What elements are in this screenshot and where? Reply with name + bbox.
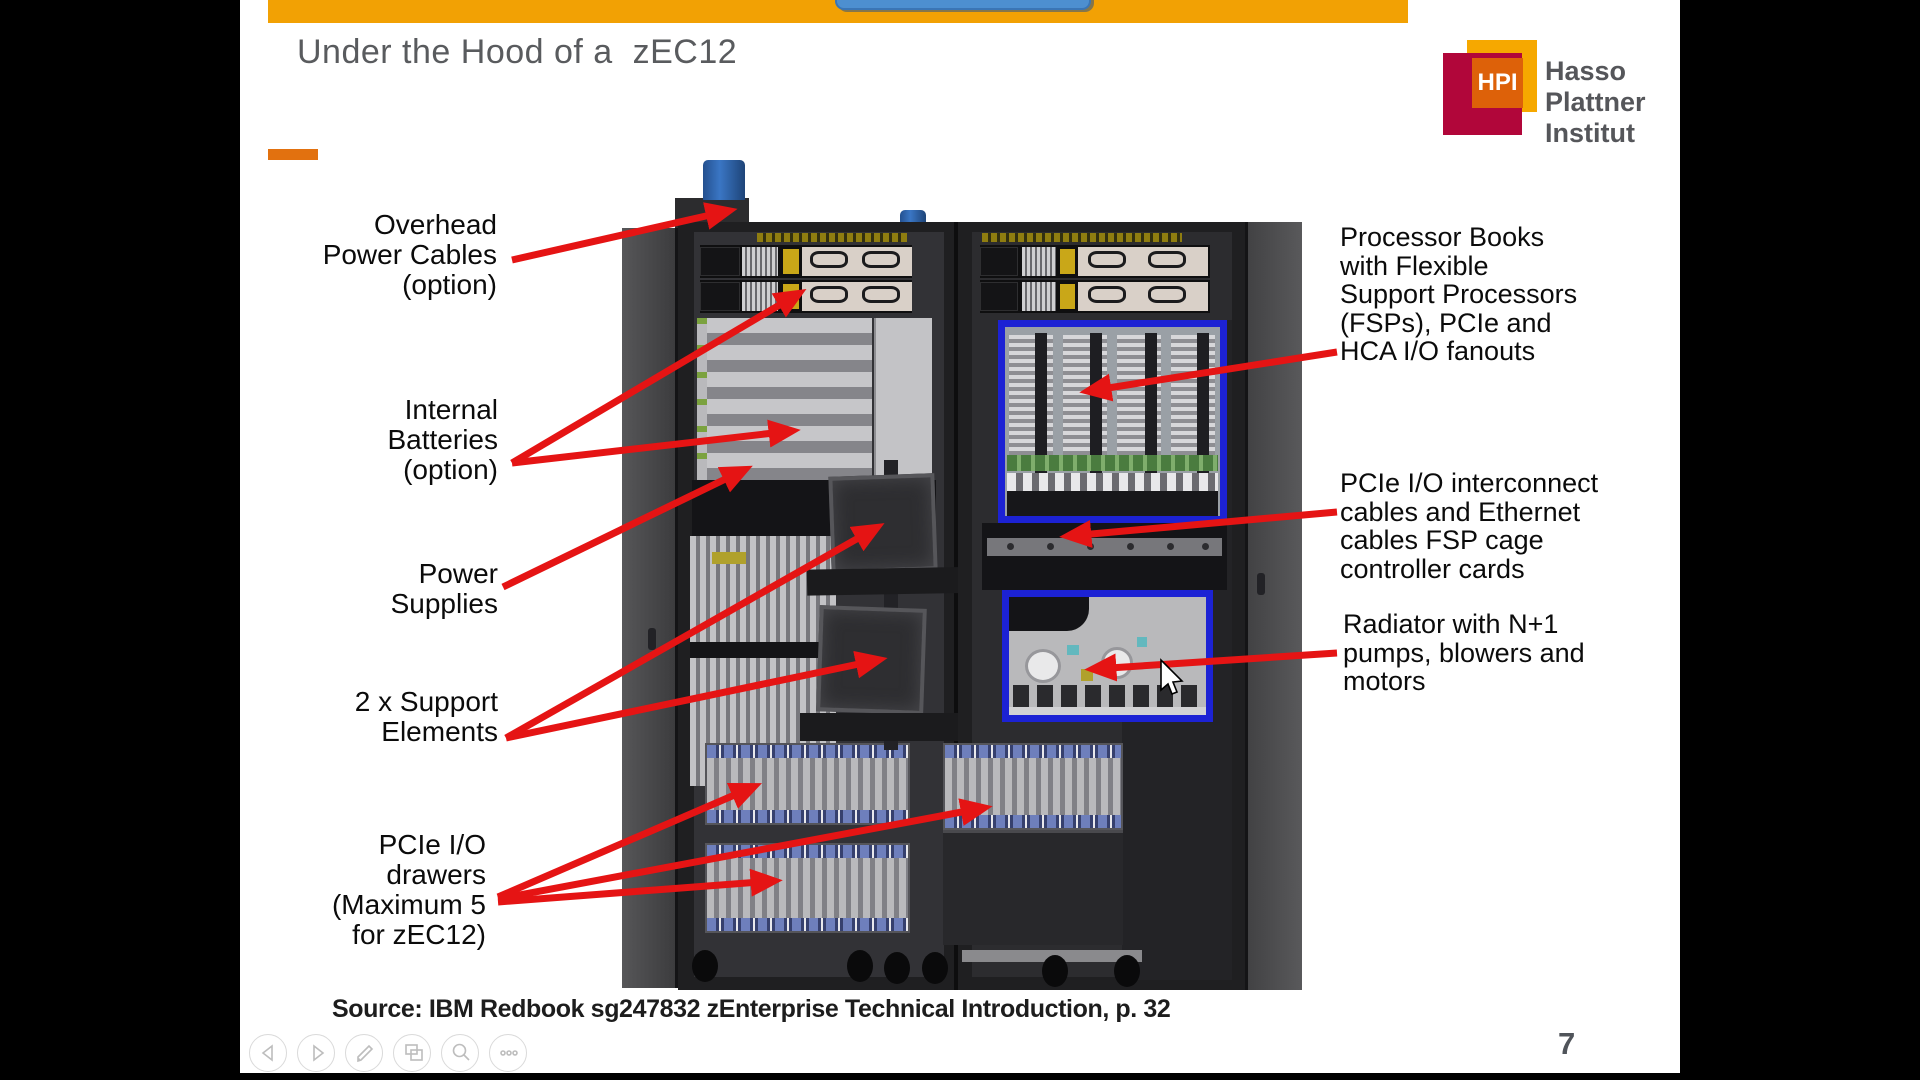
pen-tool-button[interactable] <box>345 1034 383 1072</box>
warning-strip <box>757 233 907 242</box>
left-cabinet-door <box>622 228 678 988</box>
cable-retainer-bar <box>987 538 1222 556</box>
right-cabinet-door <box>1245 222 1302 990</box>
label-support-elements: 2 x Support Elements <box>354 686 498 747</box>
label-pcie-io-drawers: PCIe I/O drawers (Maximum 5 for zEC12) <box>331 829 486 950</box>
right-door-handle <box>1257 573 1265 595</box>
next-slide-button[interactable] <box>297 1034 335 1072</box>
ellipsis-icon <box>500 1050 518 1056</box>
a-frame-cabinet <box>678 222 958 990</box>
title-accent-dash <box>268 149 318 160</box>
label-power-supplies: Power Supplies <box>390 558 498 619</box>
support-element-display-2 <box>816 605 927 715</box>
zoom-slide-button[interactable] <box>441 1034 479 1072</box>
hpi-logo-orange-square: HPI <box>1472 58 1523 108</box>
card-unit-divider <box>690 642 836 658</box>
pcie-io-drawer-1 <box>705 743 910 825</box>
warning-strip <box>982 233 1182 242</box>
caster-wheel <box>1042 955 1068 987</box>
slides-grid-icon <box>405 1044 423 1061</box>
power-supply-row <box>700 245 912 278</box>
previous-slide-button[interactable] <box>249 1034 287 1072</box>
caster-wheel <box>922 952 948 984</box>
source-citation: Source: IBM Redbook sg247832 zEnterprise… <box>332 995 1171 1023</box>
bulk-power-panel <box>874 318 932 480</box>
power-supply-row <box>700 280 912 313</box>
see-all-slides-button[interactable] <box>393 1034 431 1072</box>
label-pcie-interconnect: PCIe I/O interconnect cables and Etherne… <box>1340 468 1599 584</box>
slide-number: 7 <box>1558 1026 1576 1061</box>
id-tag <box>712 552 746 564</box>
previous-icon <box>261 1044 273 1062</box>
label-internal-batteries: Internal Batteries (option) <box>387 394 499 485</box>
z-frame-cabinet <box>943 222 1245 990</box>
blank-filler-panel <box>943 830 1123 945</box>
left-door-handle <box>648 628 656 650</box>
hpi-logo-wordmark: Hasso Plattner Institut <box>1545 56 1646 148</box>
battery-status-leds <box>697 318 707 480</box>
overhead-power-connector <box>703 160 745 200</box>
blue-highlight-radiator <box>1002 590 1213 722</box>
caster-wheel <box>884 952 910 984</box>
page-title: Under the Hood of a zEC12 <box>297 33 738 71</box>
pcie-io-drawer-3 <box>943 743 1123 830</box>
support-element-display-1 <box>828 473 938 574</box>
fsp-interconnect-cables <box>982 523 1227 590</box>
label-radiator: Radiator with N+1 pumps, blowers and mot… <box>1343 609 1585 696</box>
internal-battery-drawers <box>697 318 872 480</box>
caster-wheel <box>1114 955 1140 987</box>
caster-wheel <box>847 950 873 982</box>
pen-icon <box>357 1044 374 1063</box>
power-supply-row <box>980 245 1210 278</box>
power-supply-row <box>980 280 1210 313</box>
caster-wheel <box>692 950 718 982</box>
slide-top-bar <box>268 0 1408 23</box>
pcie-io-drawer-2 <box>705 843 910 933</box>
label-processor-books: Processor Books with Flexible Support Pr… <box>1340 222 1578 366</box>
magnifier-icon <box>452 1043 470 1061</box>
frame-top-connector <box>900 210 926 223</box>
label-overhead-power-cables: Overhead Power Cables (option) <box>322 209 497 300</box>
blue-highlight-processor-books <box>998 320 1227 523</box>
mainframe-photo <box>622 160 1302 990</box>
more-options-button[interactable] <box>489 1034 527 1072</box>
presenter-toolbar-button[interactable] <box>835 0 1091 10</box>
next-icon <box>313 1044 325 1062</box>
slide-canvas: Under the Hood of a zEC12 HPI Hasso Plat… <box>240 0 1680 1073</box>
